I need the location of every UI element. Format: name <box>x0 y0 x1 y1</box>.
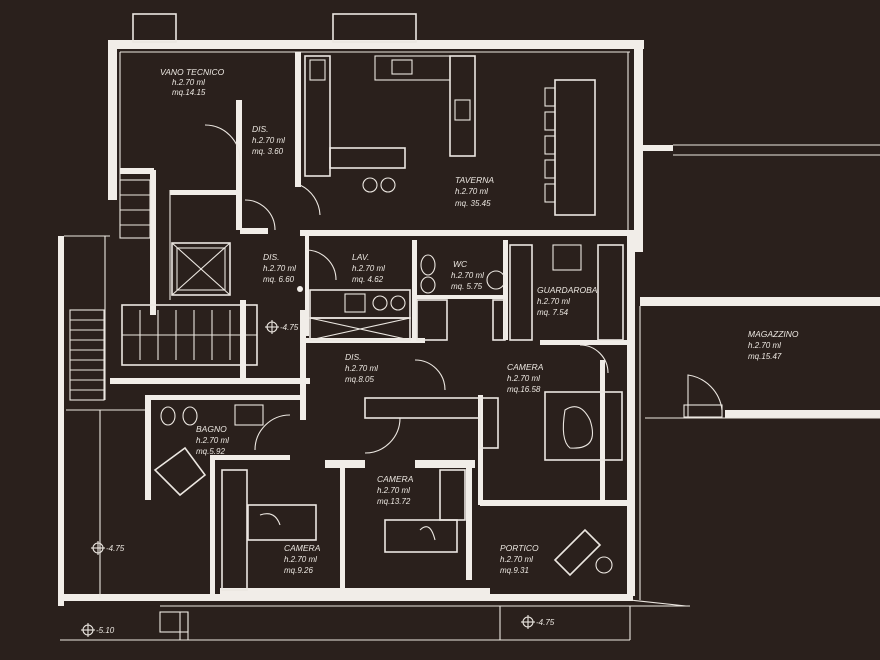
room-area: mq.15.47 <box>748 352 782 361</box>
room-camera-2: CAMERA h.2.70 ml mq.13.72 <box>377 474 414 506</box>
level-marker <box>91 541 105 555</box>
room-height: h.2.70 ml <box>252 136 285 145</box>
room-name: CAMERA <box>284 543 321 553</box>
room-area: mq.8.05 <box>345 375 374 384</box>
level-marker <box>81 623 95 637</box>
room-wc: WC h.2.70 ml mq. 5.75 <box>451 259 484 291</box>
room-height: h.2.70 ml <box>284 555 317 564</box>
room-area: mq. 7.54 <box>537 308 569 317</box>
room-dis-3: DIS. h.2.70 ml mq.8.05 <box>345 352 378 384</box>
room-area: mq.14.15 <box>172 88 206 97</box>
room-camera-3: CAMERA h.2.70 ml mq.9.26 <box>284 543 321 575</box>
room-name: GUARDAROBA <box>537 285 598 295</box>
room-name: DIS. <box>345 352 362 362</box>
room-height: h.2.70 ml <box>172 78 205 87</box>
room-area: mq. 6.60 <box>263 275 295 284</box>
level-value: -4.75 <box>536 618 555 627</box>
room-area: mq. 5.75 <box>451 282 483 291</box>
room-height: h.2.70 ml <box>451 271 484 280</box>
room-height: h.2.70 ml <box>345 364 378 373</box>
room-area: mq.13.72 <box>377 497 411 506</box>
room-height: h.2.70 ml <box>263 264 296 273</box>
level-marker <box>265 320 279 334</box>
room-dis-2: DIS. h.2.70 ml mq. 6.60 <box>263 252 296 284</box>
room-guardaroba: GUARDAROBA h.2.70 ml mq. 7.54 <box>537 285 598 317</box>
room-name: CAMERA <box>507 362 544 372</box>
room-area: mq. 35.45 <box>455 199 491 208</box>
room-name: BAGNO <box>196 424 227 434</box>
room-name: MAGAZZINO <box>748 329 799 339</box>
room-name: TAVERNA <box>455 175 494 185</box>
room-area: mq.16.58 <box>507 385 541 394</box>
room-lav: LAV. h.2.70 ml mq. 4.62 <box>352 252 385 284</box>
room-area: mq. 3.60 <box>252 147 284 156</box>
room-name: CAMERA <box>377 474 414 484</box>
fixtures <box>81 55 723 640</box>
room-height: h.2.70 ml <box>537 297 570 306</box>
walls <box>58 13 880 641</box>
room-name: DIS. <box>263 252 280 262</box>
room-height: h.2.70 ml <box>196 436 229 445</box>
room-height: h.2.70 ml <box>500 555 533 564</box>
room-area: mq.9.26 <box>284 566 313 575</box>
room-name: LAV. <box>352 252 369 262</box>
room-dis-1: DIS. h.2.70 ml mq. 3.60 <box>252 124 285 156</box>
room-name: PORTICO <box>500 543 539 553</box>
room-height: h.2.70 ml <box>352 264 385 273</box>
room-camera-1: CAMERA h.2.70 ml mq.16.58 <box>507 362 544 394</box>
room-height: h.2.70 ml <box>507 374 540 383</box>
level-marker <box>521 615 535 629</box>
room-magazzino: MAGAZZINO h.2.70 ml mq.15.47 <box>748 329 799 361</box>
level-value: -4.75 <box>280 323 299 332</box>
room-height: h.2.70 ml <box>455 187 488 196</box>
room-name: VANO TECNICO <box>160 67 225 77</box>
room-area: mq.9.31 <box>500 566 529 575</box>
room-name: DIS. <box>252 124 269 134</box>
room-height: h.2.70 ml <box>377 486 410 495</box>
room-taverna: TAVERNA h.2.70 ml mq. 35.45 <box>455 175 494 208</box>
room-portico: PORTICO h.2.70 ml mq.9.31 <box>500 543 539 575</box>
level-value: -5.10 <box>96 626 115 635</box>
room-vano-tecnico: VANO TECNICO h.2.70 ml mq.14.15 <box>160 67 225 97</box>
room-area: mq. 4.62 <box>352 275 384 284</box>
room-height: h.2.70 ml <box>748 341 781 350</box>
room-name: WC <box>453 259 468 269</box>
room-bagno: BAGNO h.2.70 ml mq.5.92 <box>196 424 229 456</box>
level-value: -4.75 <box>106 544 125 553</box>
room-area: mq.5.92 <box>196 447 225 456</box>
